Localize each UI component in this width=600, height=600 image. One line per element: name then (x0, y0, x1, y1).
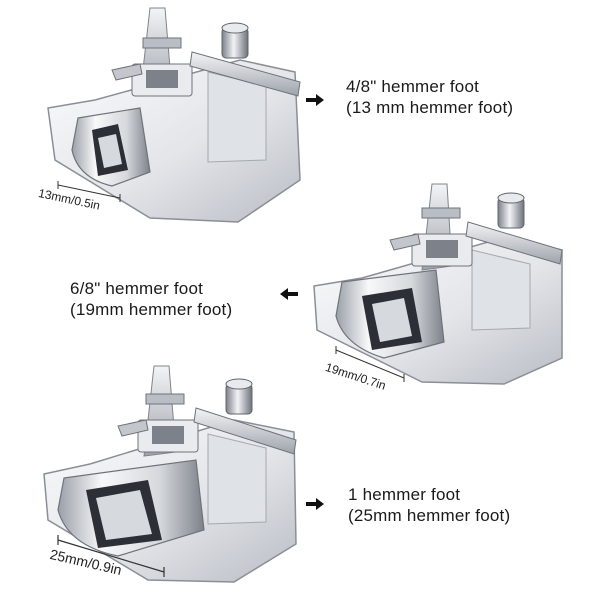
caption-13mm-title: 4/8" hemmer foot (346, 77, 480, 96)
caption-25mm-subtitle: (25mm hemmer foot) (348, 506, 511, 525)
caption-25mm: 1 hemmer foot (25mm hemmer foot) (306, 484, 510, 526)
caption-19mm: 6/8" hemmer foot (19mm hemmer foot) (70, 278, 298, 320)
measure-bracket-2 (335, 346, 405, 382)
arrow-left-icon (280, 288, 298, 300)
caption-19mm-subtitle: (19mm hemmer foot) (70, 300, 233, 319)
caption-13mm-subtitle: (13 mm hemmer foot) (346, 98, 514, 117)
caption-25mm-title: 1 hemmer foot (348, 485, 461, 504)
arrow-right-icon (306, 498, 324, 510)
foot-2 (313, 183, 563, 385)
arrow-right-icon (306, 94, 324, 106)
caption-13mm: 4/8" hemmer foot (13 mm hemmer foot) (306, 76, 513, 118)
foot-3 (43, 365, 297, 583)
measure-bracket-3 (57, 535, 165, 577)
measure-bracket-1 (57, 181, 121, 202)
foot-1 (47, 7, 301, 223)
caption-19mm-title: 6/8" hemmer foot (70, 279, 204, 298)
